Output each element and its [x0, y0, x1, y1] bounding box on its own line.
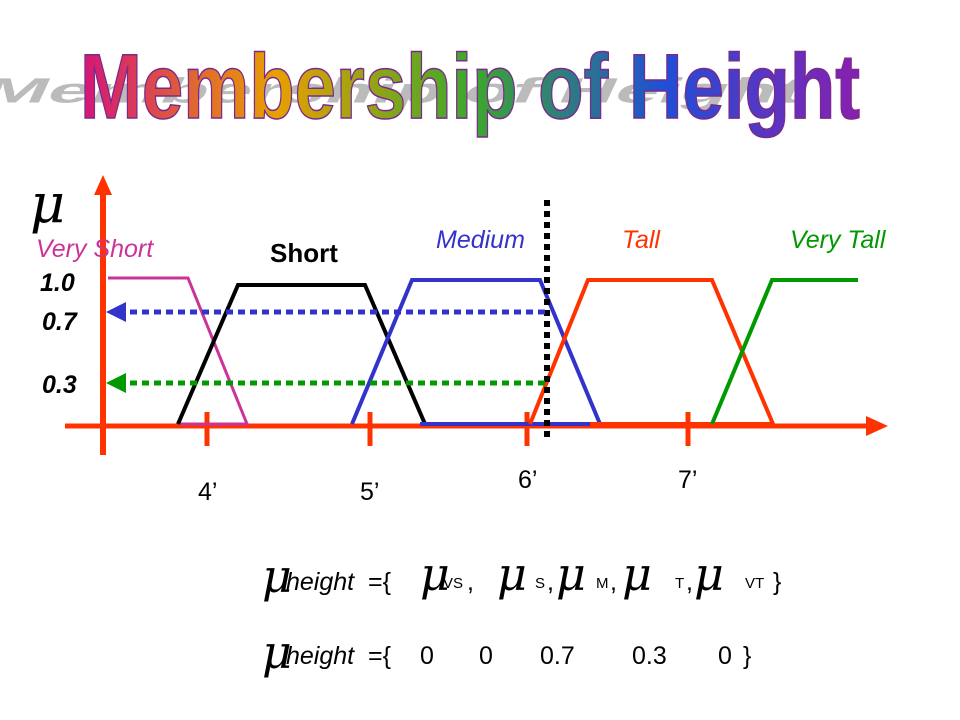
- formula1-eq: ={: [368, 568, 391, 596]
- y-tick-1.0: 1.0: [40, 269, 75, 297]
- formula2-close: }: [743, 642, 751, 670]
- x-axis-arrow: [866, 416, 888, 436]
- formula2-value-vs: 0: [420, 642, 434, 670]
- title-banner: Membership of Height Membership of Heigh…: [0, 35, 861, 139]
- y-tick-0.3: 0.3: [42, 371, 77, 399]
- formula2-eq: ={: [368, 642, 391, 670]
- title-shadow: Membership of Height: [0, 71, 813, 110]
- formula2-value-vt: 0: [718, 642, 732, 670]
- label-very-short: Very Short: [36, 235, 154, 263]
- label-tall: Tall: [622, 226, 661, 254]
- x-label-4: 4’: [198, 478, 217, 506]
- label-medium: Medium: [436, 226, 525, 254]
- page-title: Membership of Height: [80, 36, 860, 138]
- formula-values: μ height ={ 0 0 0.7 0.3 0 }: [262, 625, 751, 679]
- mu-axis-label: μ: [30, 172, 65, 235]
- formula2-value-t: 0.3: [632, 642, 667, 670]
- formula1-mu-m: μ: [556, 547, 586, 601]
- formula1-comma4: ,: [686, 568, 693, 596]
- formula1-comma1: ,: [467, 568, 474, 596]
- formula2-value-s: 0: [479, 642, 493, 670]
- formula1-mu-vs: μ: [420, 547, 450, 601]
- x-label-7: 7’: [678, 466, 697, 494]
- formula1-mu: μ: [262, 549, 292, 603]
- formula-sets: μ height ={ μ VS , μ S , μ M , μ T , μ V…: [262, 547, 781, 603]
- formula1-mu-t: μ: [622, 547, 652, 601]
- tall-curve: [528, 278, 777, 426]
- formula1-sub-m: M: [596, 575, 609, 592]
- arrow-0.7-head: [106, 302, 126, 322]
- y-axis-arrow: [94, 175, 112, 195]
- formula1-close: }: [773, 568, 781, 596]
- short-curve: [176, 283, 427, 425]
- formula1-sub-t: T: [675, 575, 684, 592]
- label-very-tall: Very Tall: [790, 226, 887, 254]
- label-short: Short: [270, 238, 338, 268]
- formula1-comma3: ,: [610, 568, 617, 596]
- formula1-sub-s: S: [535, 575, 545, 592]
- very-tall-curve: [710, 278, 858, 425]
- very-short-curve: [108, 276, 250, 426]
- x-label-5: 5’: [360, 478, 379, 506]
- x-label-6: 6’: [518, 466, 537, 494]
- y-tick-0.7: 0.7: [42, 308, 78, 336]
- formula1-sub-vs: VS: [443, 575, 463, 592]
- formula2-value-m: 0.7: [540, 642, 575, 670]
- formula1-sub-vt: VT: [745, 575, 764, 592]
- formula2-mu: μ: [262, 625, 292, 679]
- formula1-mu-vt: μ: [694, 547, 724, 601]
- formula1-lhs-sub: height: [286, 568, 355, 596]
- formula2-lhs-sub: height: [286, 642, 355, 670]
- formula1-mu-s: μ: [497, 547, 527, 601]
- medium-curve: [350, 278, 603, 426]
- formula1-comma2: ,: [547, 568, 554, 596]
- arrow-0.3-head: [106, 373, 126, 393]
